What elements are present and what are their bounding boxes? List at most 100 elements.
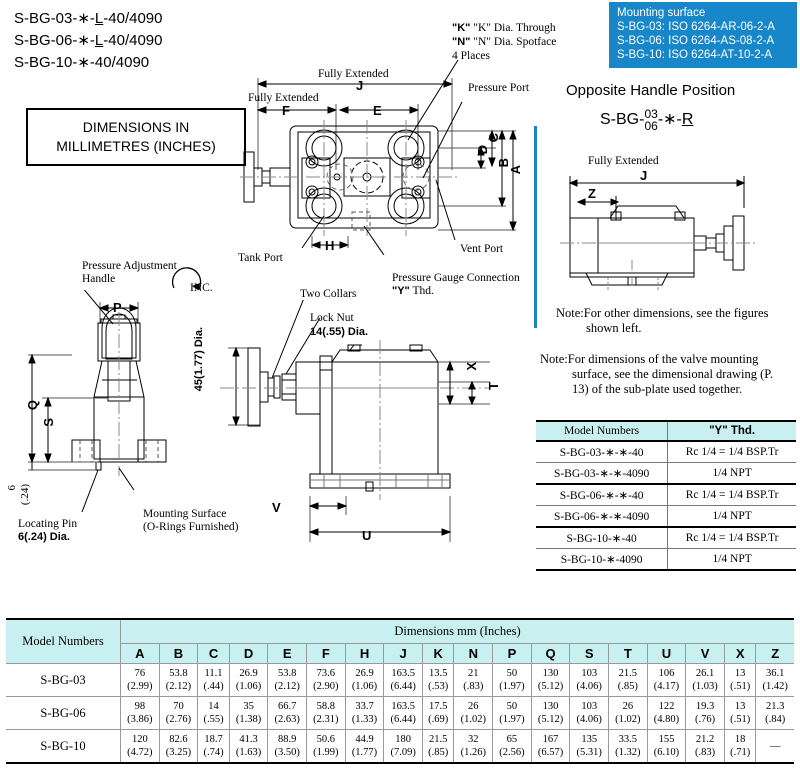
callout-tank-port: Tank Port — [238, 252, 283, 264]
callout-mounting-line2: (O-Rings Furnished) — [143, 521, 239, 533]
top-dim-f: F — [282, 103, 290, 118]
dimension-cell-V: 21.2(.83) — [685, 729, 725, 764]
mid-dim-u: U — [362, 528, 372, 543]
dimension-cell-P: 65(2.56) — [492, 729, 532, 764]
dimension-cell-Z: 21.3(.84) — [755, 696, 794, 730]
callout-locating-pin-line2: 6(.24) Dia. — [18, 531, 70, 543]
callout-two-collars: Two Collars — [300, 288, 357, 300]
mounting-surface-box: Mounting surface S-BG-03: ISO 6264-AR-06… — [609, 2, 797, 68]
dimension-cell-F: 50.6(1.99) — [306, 729, 346, 764]
dimension-column-X: X — [723, 643, 757, 664]
dimension-cell-J: 180(7.09) — [383, 729, 423, 764]
y-thread-header-row: Model Numbers "Y" Thd. — [536, 420, 796, 442]
opp-note-text: For other dimensions, see the figures sh… — [583, 306, 769, 335]
top-dim-j: J — [356, 78, 364, 93]
dimension-cell-T: 33.5(1.32) — [608, 729, 648, 764]
dimension-table-title-row: Model Numbers Dimensions mm (Inches) — [6, 618, 794, 664]
front-view-drawing — [28, 290, 167, 513]
dimension-column-A: A — [120, 643, 160, 664]
dimension-column-K: K — [421, 643, 455, 664]
dimension-column-C: C — [197, 643, 230, 664]
dimension-table-model-header: Model Numbers — [6, 618, 121, 664]
callout-n-text: "N" Dia. Spotface — [473, 36, 557, 48]
dimension-cell-C: 18.7(.74) — [197, 729, 230, 764]
dimension-cell-T: 21.5(.85) — [608, 663, 648, 697]
part-number-2-variant: L — [94, 32, 104, 49]
dimensions-units-line1: DIMENSIONS IN — [82, 119, 190, 135]
dimension-cell-H: 44.9(1.77) — [344, 729, 385, 764]
dimension-cell-A: 120(4.72) — [120, 729, 160, 764]
dimension-cell-X: 18(.71) — [723, 729, 757, 764]
subplate-note: Note:For dimensions of the valve mountin… — [540, 352, 792, 397]
dimension-cell-V: 26.1(1.03) — [685, 663, 725, 697]
dimension-cell-N: 32(1.26) — [453, 729, 494, 764]
left-dim-s: S — [41, 418, 56, 427]
panel-left-rule — [534, 126, 537, 328]
dimension-column-P: P — [492, 643, 532, 664]
part-number-1: S-BG-03-∗-L-40/4090 — [14, 8, 162, 30]
y-thread-model: S-BG-10-∗-40 — [536, 526, 669, 549]
y-thread-header-model: Model Numbers — [536, 420, 669, 442]
y-thread-model: S-BG-06-∗-∗-4090 — [536, 505, 669, 528]
opposite-handle-panel — [534, 78, 800, 328]
dimension-cell-X: 13(.51) — [723, 696, 757, 730]
callout-pressure-port: Pressure Port — [468, 82, 530, 94]
part-number-3: S-BG-10-∗-40/4090 — [14, 52, 162, 74]
dimension-cell-B: 82.6(3.25) — [158, 729, 199, 764]
dimension-cell-S: 103(4.06) — [569, 663, 610, 697]
callout-vent-port: Vent Port — [460, 243, 504, 255]
dimension-cell-K: 21.5(.85) — [421, 729, 455, 764]
opposite-handle-code-top: 03 — [644, 107, 658, 121]
dimension-cell-P: 50(1.97) — [492, 663, 532, 697]
mid-dim-x: X — [464, 362, 479, 371]
y-thread-model: S-BG-10-∗-4090 — [536, 548, 669, 571]
left-dim-24: (.24) — [19, 484, 31, 506]
dimension-column-J: J — [383, 643, 423, 664]
dimension-cell-F: 58.8(2.31) — [306, 696, 346, 730]
dimension-column-B: B — [158, 643, 199, 664]
callout-locating-pin-line1: Locating Pin — [18, 518, 78, 530]
dimension-cell-C: 11.1(.44) — [197, 663, 230, 697]
part-number-1-suffix: -40/4090 — [103, 10, 163, 27]
dimension-cell-J: 163.5(6.44) — [383, 663, 423, 697]
y-thread-value: Rc 1/4 = 1/4 BSP.Tr — [667, 440, 796, 463]
dimension-cell-U: 106(4.17) — [646, 663, 687, 697]
y-thread-value: Rc 1/4 = 1/4 BSP.Tr — [667, 526, 796, 549]
dimensions-units-box: DIMENSIONS IN MILLIMETRES (INCHES) — [26, 108, 246, 166]
mid-dim-t: T — [486, 382, 501, 390]
callout-mounting-surface: Mounting Surface (O-Rings Furnished) — [143, 508, 239, 534]
callout-places: 4 Places — [452, 50, 491, 62]
dimension-cell-Q: 130(5.12) — [530, 696, 571, 730]
dimensions-units-line2: MILLIMETRES (INCHES) — [56, 138, 216, 154]
y-thread-model: S-BG-06-∗-∗-40 — [536, 483, 669, 506]
callout-mounting-line1: Mounting Surface — [143, 508, 227, 520]
top-dim-b: B — [496, 158, 511, 168]
opposite-handle-code-suffix: -∗- — [657, 111, 682, 129]
dimension-cell-D: 35(1.38) — [228, 696, 269, 730]
top-dim-h: H — [325, 238, 335, 253]
callout-n: "N" "N" Dia. Spotface — [452, 36, 557, 48]
callout-adjustment-handle: Pressure Adjustment Handle — [82, 260, 177, 286]
dimension-cell-B: 53.8(2.12) — [158, 663, 199, 697]
callout-gauge-connection: Pressure Gauge Connection "Y" Thd. — [392, 272, 520, 297]
dimension-cell-E: 88.9(3.50) — [267, 729, 308, 764]
y-thread-header-thd: "Y" Thd. — [667, 420, 796, 442]
opp-fully-extended-label: Fully Extended — [588, 155, 659, 167]
part-number-3-text: S-BG-10-∗-40/4090 — [14, 54, 150, 71]
dimension-column-T: T — [608, 643, 648, 664]
opposite-handle-title: Opposite Handle Position — [566, 82, 736, 99]
dimension-cell-T: 26(1.02) — [608, 696, 648, 730]
dimension-cell-E: 66.7(2.63) — [267, 696, 308, 730]
inc-label: INC. — [190, 282, 213, 294]
dimension-cell-Z: 36.1(1.42) — [755, 663, 794, 697]
dimension-column-N: N — [453, 643, 494, 664]
dimension-column-S: S — [569, 643, 610, 664]
